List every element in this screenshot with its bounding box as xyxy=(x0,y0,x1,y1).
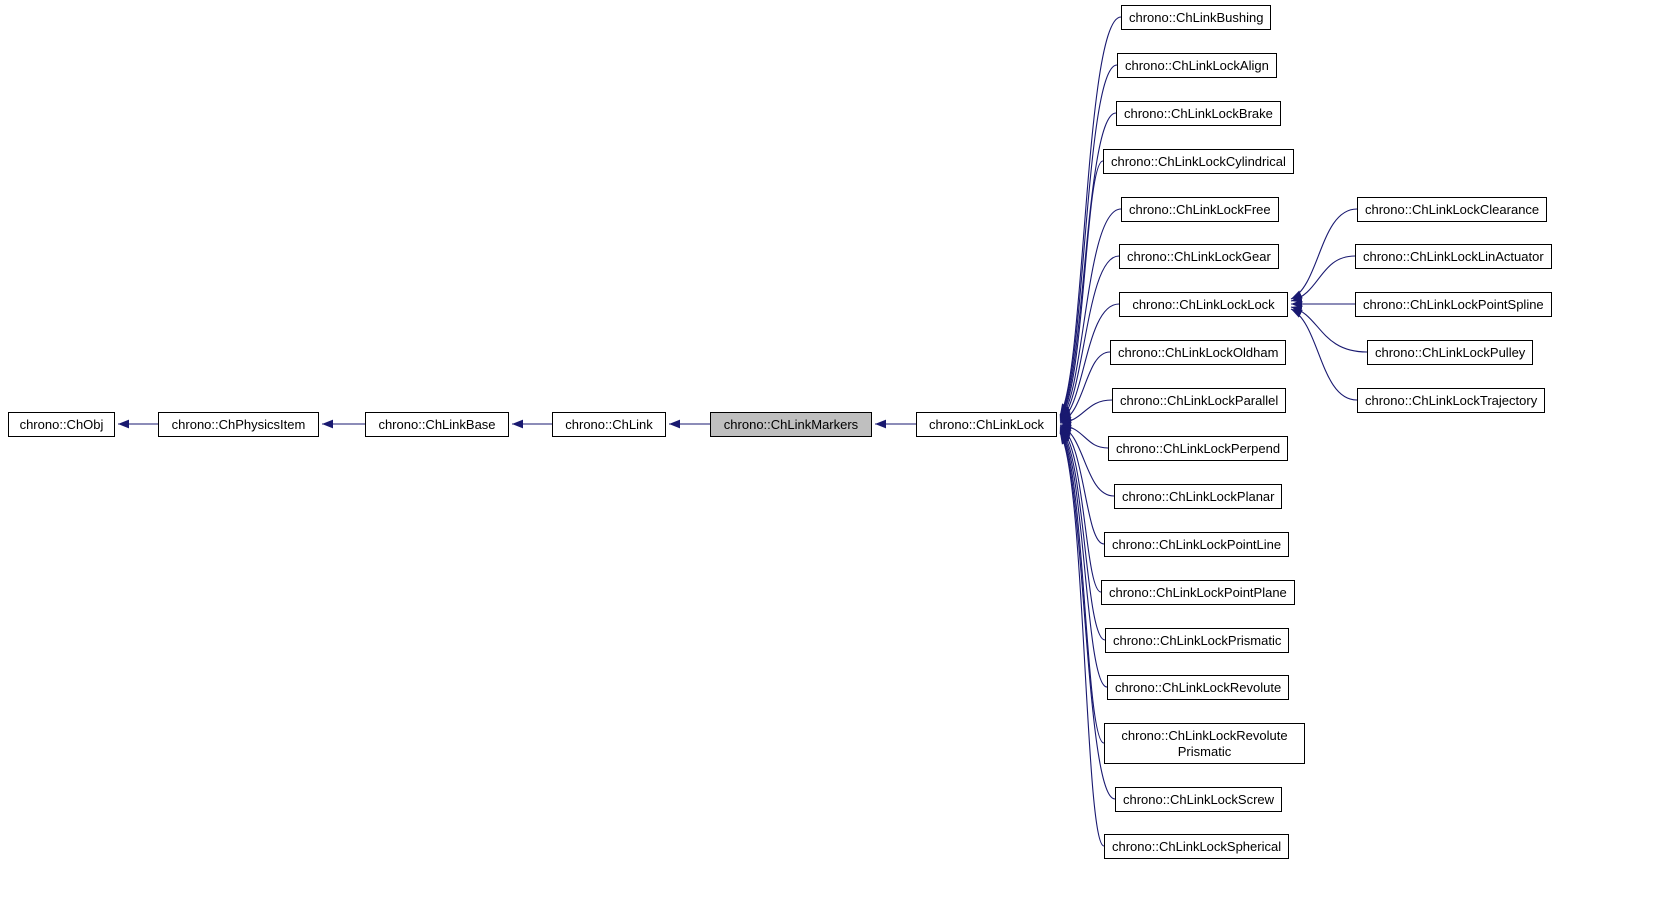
node-chlinklock[interactable]: chrono::ChLinkLock xyxy=(916,412,1057,437)
node-chlinklockpointline[interactable]: chrono::ChLinkLockPointLine xyxy=(1104,532,1290,557)
inheritance-edge xyxy=(1059,255,1120,421)
node-chlinklockalign[interactable]: chrono::ChLinkLockAlign xyxy=(1117,53,1277,78)
inheritance-edge xyxy=(1059,208,1122,420)
node-chlinklockspherical[interactable]: chrono::ChLinkLockSpherical xyxy=(1104,834,1290,859)
node-chlinklockrevolute[interactable]: chrono::ChLinkLockRevolute xyxy=(1107,675,1290,700)
inheritance-edge xyxy=(1059,432,1105,847)
node-chlinkbase[interactable]: chrono::ChLinkBase xyxy=(365,412,509,437)
inheritance-edge xyxy=(1059,160,1104,419)
inheritance-edge xyxy=(1059,16,1122,416)
inheritance-edge xyxy=(1059,112,1117,418)
linklock-fan-edges xyxy=(1059,16,1122,847)
node-chlinklockprismatic[interactable]: chrono::ChLinkLockPrismatic xyxy=(1105,628,1290,653)
inheritance-edge xyxy=(1059,399,1113,427)
inheritance-edge xyxy=(1059,431,1116,800)
node-chlinklocklock[interactable]: chrono::ChLinkLockLock xyxy=(1119,292,1288,317)
node-chlinklocktrajectory[interactable]: chrono::ChLinkLockTrajectory xyxy=(1357,388,1546,413)
node-chlinklockpulley[interactable]: chrono::ChLinkLockPulley xyxy=(1367,340,1534,365)
node-chlinklockfree[interactable]: chrono::ChLinkLockFree xyxy=(1121,197,1279,222)
linklocklock-fan-edges xyxy=(1290,208,1368,401)
inheritance-edge xyxy=(1059,428,1106,641)
inheritance-edge xyxy=(1059,64,1118,417)
inheritance-edge xyxy=(1290,208,1358,300)
node-chlinklockplanar[interactable]: chrono::ChLinkLockPlanar xyxy=(1114,484,1283,509)
node-chlinklockcylindrical[interactable]: chrono::ChLinkLockCylindrical xyxy=(1103,149,1294,174)
node-chlink[interactable]: chrono::ChLink xyxy=(552,412,666,437)
inheritance-edge xyxy=(1059,303,1120,422)
inheritance-edge xyxy=(1059,430,1105,744)
node-chlinklocklinactuator[interactable]: chrono::ChLinkLockLinActuator xyxy=(1355,244,1552,269)
node-chlinklockrevoluteprismatic[interactable]: chrono::ChLinkLockRevolute Prismatic xyxy=(1104,723,1305,764)
node-chlinklockparallel[interactable]: chrono::ChLinkLockParallel xyxy=(1112,388,1287,413)
inheritance-edge xyxy=(1290,255,1356,303)
node-chlinklockpointspline[interactable]: chrono::ChLinkLockPointSpline xyxy=(1355,292,1552,317)
node-chobj[interactable]: chrono::ChObj xyxy=(8,412,115,437)
node-chlinklockbrake[interactable]: chrono::ChLinkLockBrake xyxy=(1116,101,1281,126)
node-chlinkbushing[interactable]: chrono::ChLinkBushing xyxy=(1121,5,1272,30)
inheritance-edge xyxy=(1059,429,1108,688)
node-chlinklockpointplane[interactable]: chrono::ChLinkLockPointPlane xyxy=(1101,580,1295,605)
node-chlinklockgear[interactable]: chrono::ChLinkLockGear xyxy=(1119,244,1279,269)
node-chphysicsitem[interactable]: chrono::ChPhysicsItem xyxy=(158,412,319,437)
node-chlinklockclearance[interactable]: chrono::ChLinkLockClearance xyxy=(1357,197,1548,222)
node-chlinklockoldham[interactable]: chrono::ChLinkLockOldham xyxy=(1110,340,1287,365)
node-chlinkmarkers: chrono::ChLinkMarkers xyxy=(710,412,872,437)
node-chlinklockscrew[interactable]: chrono::ChLinkLockScrew xyxy=(1115,787,1283,812)
inheritance-edge xyxy=(1290,308,1358,401)
node-chlinklockperpend[interactable]: chrono::ChLinkLockPerpend xyxy=(1108,436,1289,461)
